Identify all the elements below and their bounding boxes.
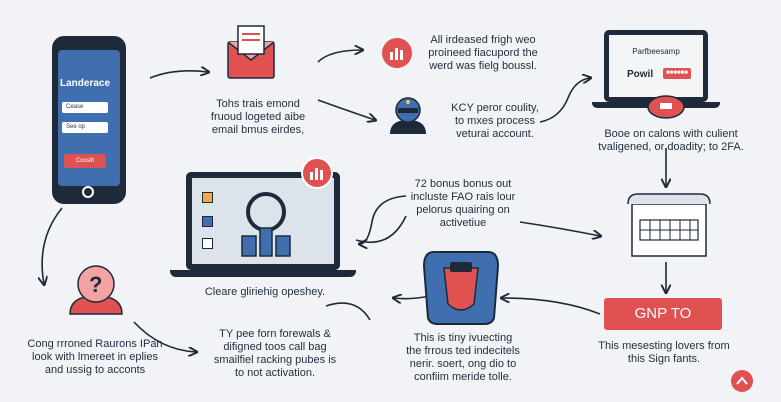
arrow-phone-to-email xyxy=(149,71,208,79)
phone-field-2[interactable]: See op xyxy=(62,122,108,133)
logo-icon xyxy=(731,370,753,392)
ty-text: TY pee forn forewals &difigned toos call… xyxy=(213,328,337,379)
arrow-email-to-kcy xyxy=(317,99,375,120)
arrow-laptop-to-bonus xyxy=(355,215,407,244)
clear-text: Cleare gliriehig opeshey. xyxy=(204,286,326,298)
arrow-email-to-top xyxy=(317,50,362,63)
password-field[interactable]: ■■■■■■ xyxy=(663,68,691,79)
arrow-cong-to-ty xyxy=(133,321,196,352)
cta-button[interactable]: GNP TO xyxy=(604,298,722,330)
email-icon xyxy=(227,25,275,79)
laptop-dashboard-base xyxy=(170,270,356,277)
phone-mockup: Landerace Cease See op Cosslh xyxy=(52,36,126,204)
checkbox-2[interactable] xyxy=(202,216,213,227)
phone-field-1[interactable]: Cease xyxy=(62,102,108,113)
phone-title: Landerace xyxy=(60,78,111,89)
laptop-password-screen: Parfbeesamp Powil ■■■■■■ xyxy=(609,35,703,97)
keyboard-icon xyxy=(627,193,711,257)
laptop-dashboard-screen xyxy=(192,178,334,264)
arrow-phone-down xyxy=(42,207,63,284)
chart-badge-mid-icon xyxy=(301,157,333,189)
arrow-bonus-to-keyboard xyxy=(519,221,600,236)
shield-device-icon xyxy=(422,251,500,325)
magnifier-castle-icon xyxy=(241,192,291,257)
laptop-password: Parfbeesamp Powil ■■■■■■ xyxy=(604,30,708,102)
phone-button[interactable]: Cosslh xyxy=(64,154,106,168)
checkbox-1[interactable] xyxy=(202,192,213,203)
phone-home-button xyxy=(82,186,94,198)
laptop-title: Parfbeesamp xyxy=(632,47,680,56)
svg-text:?: ? xyxy=(89,272,102,297)
chart-badge-icon xyxy=(382,38,412,68)
laptop-label: Powil xyxy=(627,69,654,80)
agent-icon xyxy=(390,97,426,134)
arrow-ty-to-this xyxy=(325,302,371,321)
question-icon: ? xyxy=(69,265,123,315)
arrow-cta-to-shield xyxy=(502,298,601,315)
arrow-kcy-to-laptop xyxy=(539,78,590,123)
hand-key-icon xyxy=(647,95,685,119)
checkbox-3[interactable] xyxy=(202,238,213,249)
